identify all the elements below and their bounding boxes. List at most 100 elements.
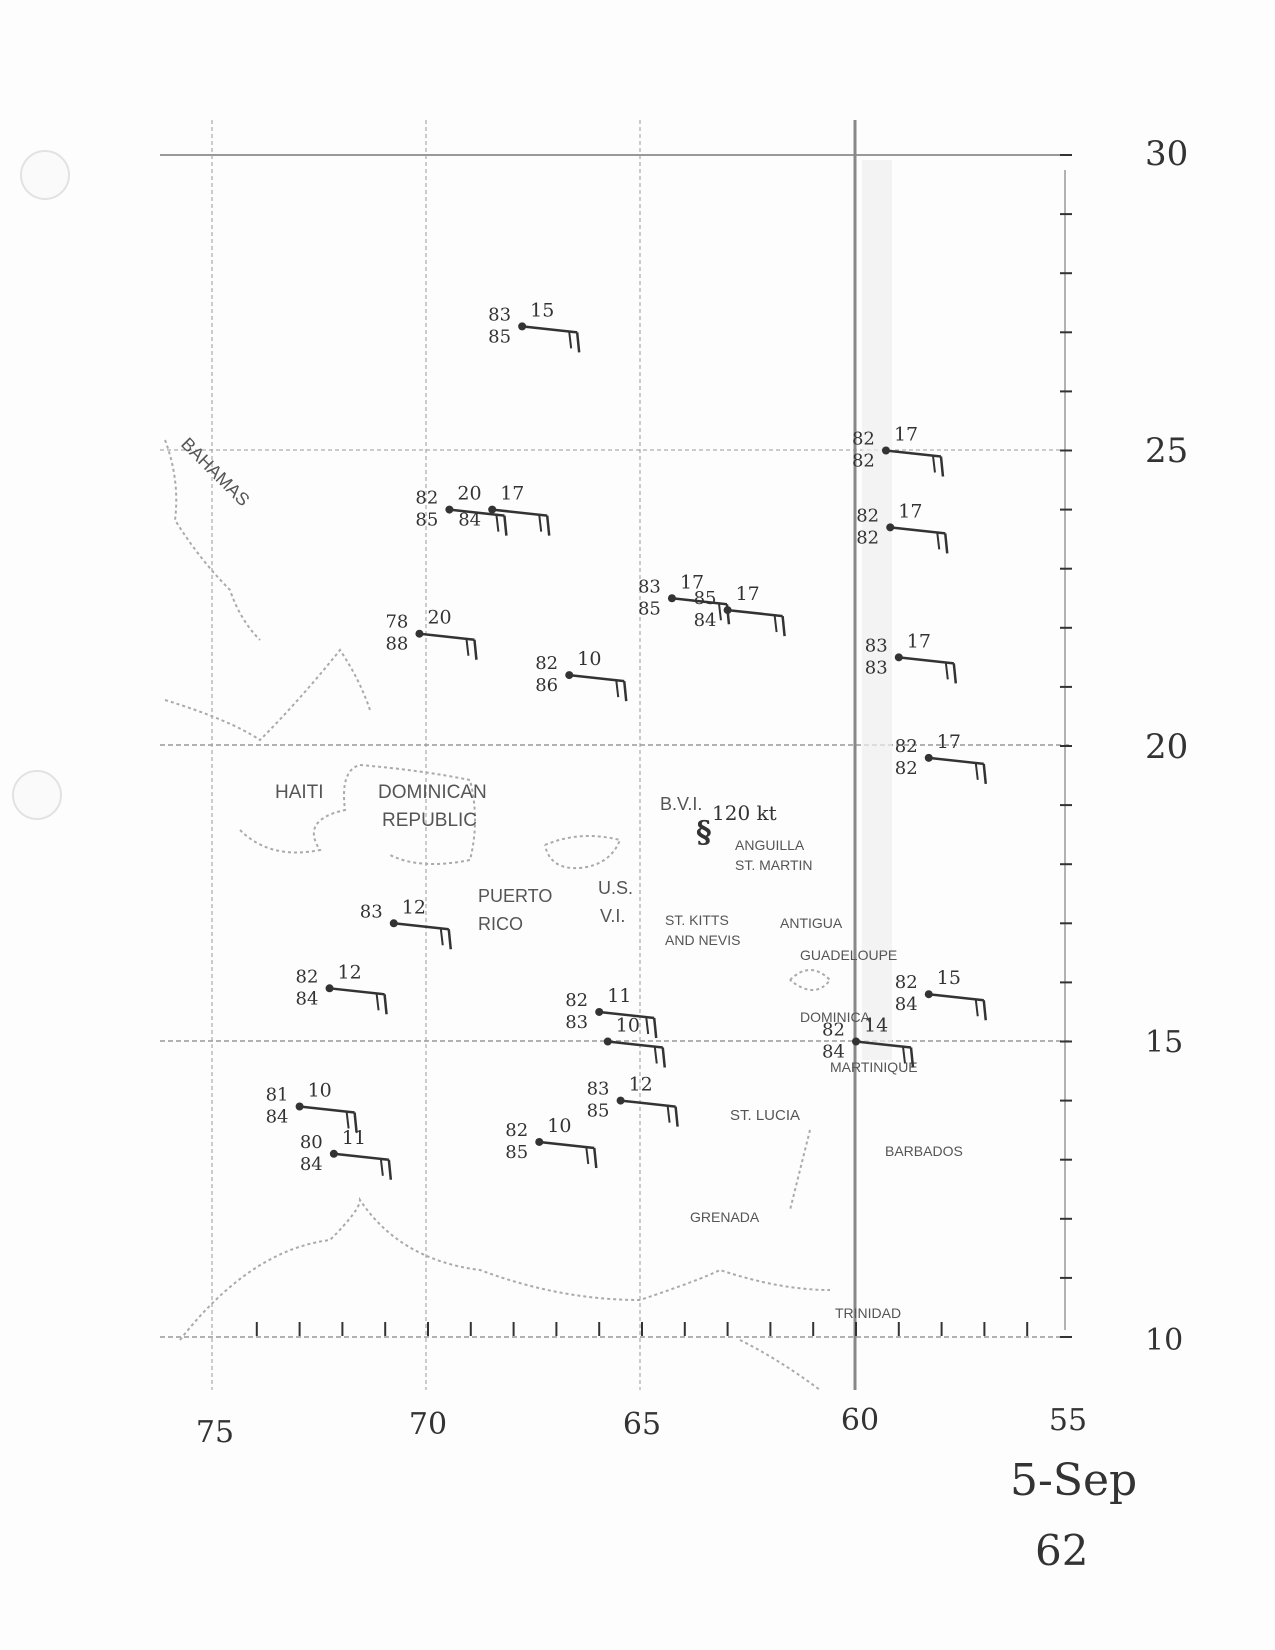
wind-barb-flag — [345, 1111, 350, 1129]
sea-temp-label: 83 — [565, 1012, 588, 1033]
wind-speed-label: 12 — [629, 1074, 653, 1096]
lat-label-15: 15 — [1145, 1025, 1183, 1060]
air-temp-label: 82 — [852, 429, 875, 450]
station-dot — [445, 505, 454, 514]
wind-barb-flag — [545, 515, 551, 536]
place-rico: RICO — [478, 914, 523, 934]
place-trinidad: TRINIDAD — [835, 1305, 901, 1321]
sea-temp-label: 84 — [296, 988, 319, 1009]
ship-observations: 8385158285208417838517858417788820828610… — [266, 299, 988, 1180]
air-temp-label: 82 — [822, 1020, 845, 1041]
lat-label-20: 20 — [1145, 727, 1188, 767]
wind-barb-shaft — [539, 1140, 595, 1150]
place-antigua: ANTIGUA — [780, 915, 843, 931]
place-bahamas: BAHAMAS — [177, 434, 253, 510]
wind-barb-flag — [936, 532, 941, 550]
wind-barb-flag — [495, 514, 500, 532]
place-bvi: B.V.I. — [660, 794, 702, 814]
wind-speed-label: 17 — [680, 571, 704, 593]
wind-barb-shaft — [928, 992, 984, 1002]
place-stmartin: ST. MARTIN — [735, 857, 813, 873]
wind-barb-flag — [939, 456, 945, 477]
coastlines — [164, 439, 832, 1391]
windward-coast — [789, 1129, 811, 1211]
air-temp-label: 82 — [895, 736, 918, 757]
hurricane-symbol-icon: § — [696, 815, 712, 850]
wind-barb-flag — [652, 1017, 658, 1039]
lon-label-60: 60 — [841, 1403, 879, 1438]
sea-temp-label: 85 — [587, 1101, 610, 1122]
trinidad-coast — [739, 1339, 821, 1391]
wind-barb-shaft — [569, 673, 625, 683]
sea-temp-label: 85 — [505, 1142, 528, 1163]
station-plot: 84 17 — [458, 483, 551, 536]
wind-barb-flag — [465, 638, 470, 656]
wind-barb-shaft — [890, 526, 946, 535]
air-temp-label: 82 — [856, 505, 879, 526]
date-label: 5-Sep — [1010, 1455, 1137, 1506]
air-temp-label: 80 — [300, 1132, 323, 1153]
air-temp-label: 83 — [638, 576, 661, 597]
wind-speed-label: 12 — [338, 961, 362, 983]
wind-speed-label: 10 — [308, 1080, 332, 1102]
place-puerto: PUERTO — [478, 886, 552, 906]
wind-barb-shaft — [299, 1105, 355, 1114]
sea-temp-label: 84 — [822, 1042, 845, 1063]
place-stlucia: ST. LUCIA — [730, 1107, 800, 1124]
photocopy-shadow — [862, 160, 892, 1060]
wind-barb-shaft — [449, 508, 505, 517]
wind-barb-shaft — [885, 449, 942, 458]
sea-temp-label: 85 — [415, 510, 438, 531]
wind-barb-flag — [645, 1016, 650, 1035]
air-temp-label: 82 — [415, 488, 438, 509]
place-vi: V.I. — [600, 906, 625, 926]
wind-barb-flag — [447, 929, 453, 950]
air-temp-label: 82 — [296, 966, 319, 987]
place-stkitts: ST. KITTS — [665, 912, 729, 928]
place-dominica: DOMINICA — [800, 1009, 871, 1025]
wind-speed-label: 17 — [898, 500, 922, 522]
sea-temp-label: 84 — [300, 1154, 323, 1175]
wind-barb-shaft — [855, 1040, 912, 1049]
place-dominican: DOMINICAN — [378, 782, 487, 803]
wind-barb-flag — [379, 1158, 384, 1176]
wind-speed-label: 14 — [864, 1015, 888, 1037]
sea-temp-label: 88 — [385, 634, 408, 655]
wind-speed-label: 17 — [500, 483, 524, 505]
wind-speed-label: 17 — [907, 630, 931, 652]
wind-speed-label: 20 — [427, 607, 451, 629]
wind-barb-shaft — [599, 1010, 655, 1020]
air-temp-label: 83 — [488, 304, 511, 325]
wind-barb-flag — [974, 999, 979, 1017]
air-temp-label: 83 — [865, 635, 888, 656]
wind-barb-flag — [473, 639, 478, 660]
station-plot: 10 — [603, 1015, 667, 1068]
wind-barb-shaft — [898, 656, 954, 665]
place-martinique: MARTINIQUE — [830, 1059, 918, 1075]
wind-barb-shaft — [522, 325, 578, 334]
bahamas-coast — [164, 439, 261, 641]
wind-speed-label: 17 — [937, 731, 961, 753]
place-guadeloupe: GUADELOUPE — [800, 947, 897, 963]
air-temp-label: 82 — [535, 653, 558, 674]
air-temp-label: 83 — [587, 1079, 610, 1100]
map-grid — [160, 120, 1070, 1390]
sea-temp-label: 84 — [458, 510, 481, 531]
lat-label-25: 25 — [1145, 431, 1188, 471]
place-barbados: BARBADOS — [885, 1143, 963, 1159]
wind-barb-shaft — [671, 597, 728, 606]
south-america-coast — [179, 1196, 831, 1341]
wind-barb-flag — [353, 1112, 358, 1133]
wind-barb-shaft — [928, 756, 984, 766]
sea-temp-label: 82 — [852, 451, 875, 472]
wind-speed-label: 10 — [577, 648, 601, 670]
sea-temp-label: 83 — [865, 657, 888, 678]
sea-temp-label: 82 — [856, 527, 879, 548]
